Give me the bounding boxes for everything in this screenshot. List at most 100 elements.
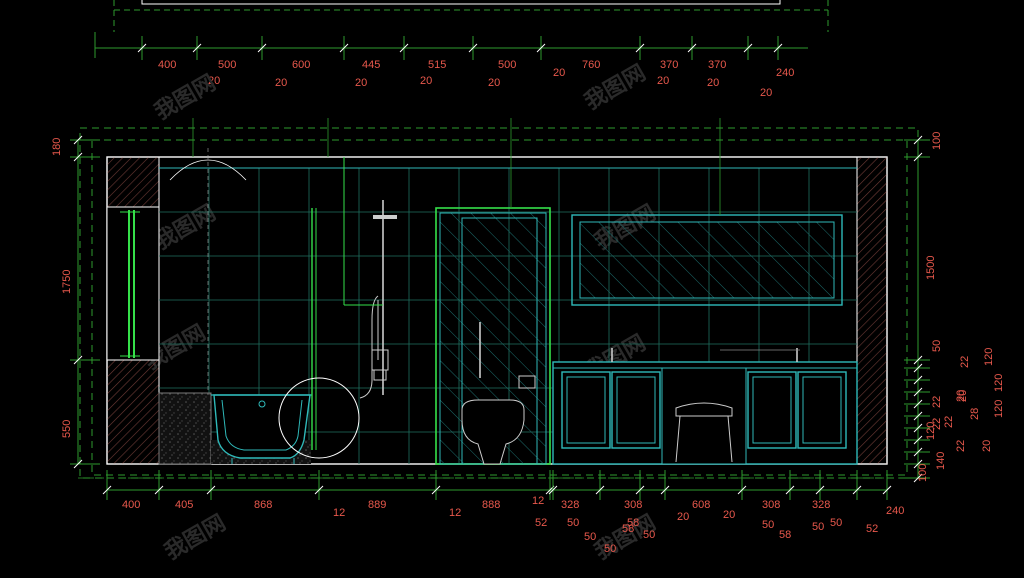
right-dim-label: 20 [957, 390, 969, 402]
left-wall-section-upper [106, 156, 160, 208]
top-dim-label: 370 [708, 59, 726, 71]
top-dim-label: 20 [760, 87, 772, 99]
bottom-dim-label: 400 [122, 499, 140, 511]
right-dim-label: 140 [935, 452, 947, 470]
bottom-dim-label: 20 [677, 511, 689, 523]
bottom-dim-label: 12 [333, 507, 345, 519]
right-dim-label: 22 [931, 396, 943, 408]
drawing-line [737, 485, 747, 495]
watermark: 我图网 [151, 71, 221, 126]
right-dim-label: 120 [983, 348, 995, 366]
drawing-line [73, 355, 83, 365]
bottom-dim-label: 889 [368, 499, 386, 511]
drawing-line [660, 485, 670, 495]
elevation-frame [106, 156, 888, 465]
right-dim-label: 50 [931, 340, 943, 352]
top-dim-label: 400 [158, 59, 176, 71]
top-dim-label: 20 [707, 77, 719, 89]
bottom-dim-label: 240 [886, 505, 904, 517]
drawing-line [468, 43, 478, 53]
top-dim-label: 20 [657, 75, 669, 87]
bottom-dim-label: 308 [762, 499, 780, 511]
drawing-line [913, 473, 923, 483]
drawing-line [882, 485, 892, 495]
drawing-line [852, 485, 862, 495]
bottom-dim-label: 50 [604, 543, 616, 555]
drawing-line [913, 399, 923, 409]
bottom-dim-label: 405 [175, 499, 193, 511]
bottom-dim-label: 50 [812, 521, 824, 533]
drawing-line [743, 43, 753, 53]
bottom-dim-label: 52 [535, 517, 547, 529]
drawing-line [635, 485, 645, 495]
drawing-line [913, 411, 923, 421]
toilet-partition [435, 207, 551, 465]
drawing-line [137, 43, 147, 53]
watermark: 我图网 [151, 201, 221, 256]
drawing-line [913, 435, 923, 445]
drawing-line [785, 485, 795, 495]
right-dim-label: 100 [931, 132, 943, 150]
bottom-dim-label: 58 [779, 529, 791, 541]
top-dim-label: 515 [428, 59, 446, 71]
bottom-dim-label: 58 [627, 517, 639, 529]
right-dim-label: 20 [981, 440, 993, 452]
bottom-dim-label: 52 [866, 523, 878, 535]
top-dim-label: 20 [355, 77, 367, 89]
bottom-dim-label: 50 [567, 517, 579, 529]
bottom-dim-label: 888 [482, 499, 500, 511]
bottom-dim-label: 50 [643, 529, 655, 541]
drawing-line [635, 43, 645, 53]
drawing-line [913, 447, 923, 457]
top-dim-label: 445 [362, 59, 380, 71]
vanity-cabinet [552, 348, 858, 465]
right-dim-label: 20 [955, 390, 967, 402]
top-dim-label: 20 [420, 75, 432, 87]
top-dim-label: 240 [776, 67, 794, 79]
right-dim-label: 22 [959, 356, 971, 368]
drawing-line [913, 363, 923, 373]
left-wall-section-lower [106, 359, 160, 465]
drawing-line [399, 43, 409, 53]
watermark: 我图网 [161, 511, 231, 566]
top-dim-label: 20 [275, 77, 287, 89]
bottom-dim-label: 50 [584, 531, 596, 543]
right-dim-label: 100 [917, 464, 929, 482]
top-dim-label: 20 [208, 75, 220, 87]
drawing-line [102, 485, 112, 495]
bottom-dim-label: 868 [254, 499, 272, 511]
bottom-dim-label: 12 [449, 507, 461, 519]
bottom-dimension-labels: 400 405 868 889 888 12 328 308 608 308 3… [122, 495, 904, 555]
top-dim-label: 20 [553, 67, 565, 79]
right-dim-label: 22 [943, 416, 955, 428]
upper-drawing-fragment [94, 0, 829, 58]
right-dim-label: 120 [993, 374, 1005, 392]
top-dim-label: 600 [292, 59, 310, 71]
left-dim-label: 180 [51, 138, 63, 156]
drawing-line [73, 135, 83, 145]
top-dim-label: 370 [660, 59, 678, 71]
top-dim-label: 20 [488, 77, 500, 89]
drawing-line [815, 485, 825, 495]
drawing-line [548, 485, 558, 495]
right-dim-label: 22 [955, 440, 967, 452]
bottom-dim-label: 608 [692, 499, 710, 511]
drawing-line [431, 485, 441, 495]
bottom-dim-label: 58 [622, 523, 634, 535]
bottom-dim-label: 328 [812, 499, 830, 511]
vanity-mirror [571, 214, 843, 306]
top-dim-label: 500 [498, 59, 516, 71]
drawing-line [913, 387, 923, 397]
left-dim-label: 1750 [61, 270, 73, 294]
bottom-dim-label: 50 [762, 519, 774, 531]
right-dim-label: 120 [925, 422, 937, 440]
right-dim-label: 22 [931, 418, 943, 430]
dimension-lines [70, 36, 930, 500]
drawing-line [73, 459, 83, 469]
top-dim-label: 760 [582, 59, 600, 71]
drawing-line [314, 485, 324, 495]
drawing-line [913, 375, 923, 385]
right-dim-label: 28 [969, 408, 981, 420]
shower-fixture [343, 157, 397, 399]
